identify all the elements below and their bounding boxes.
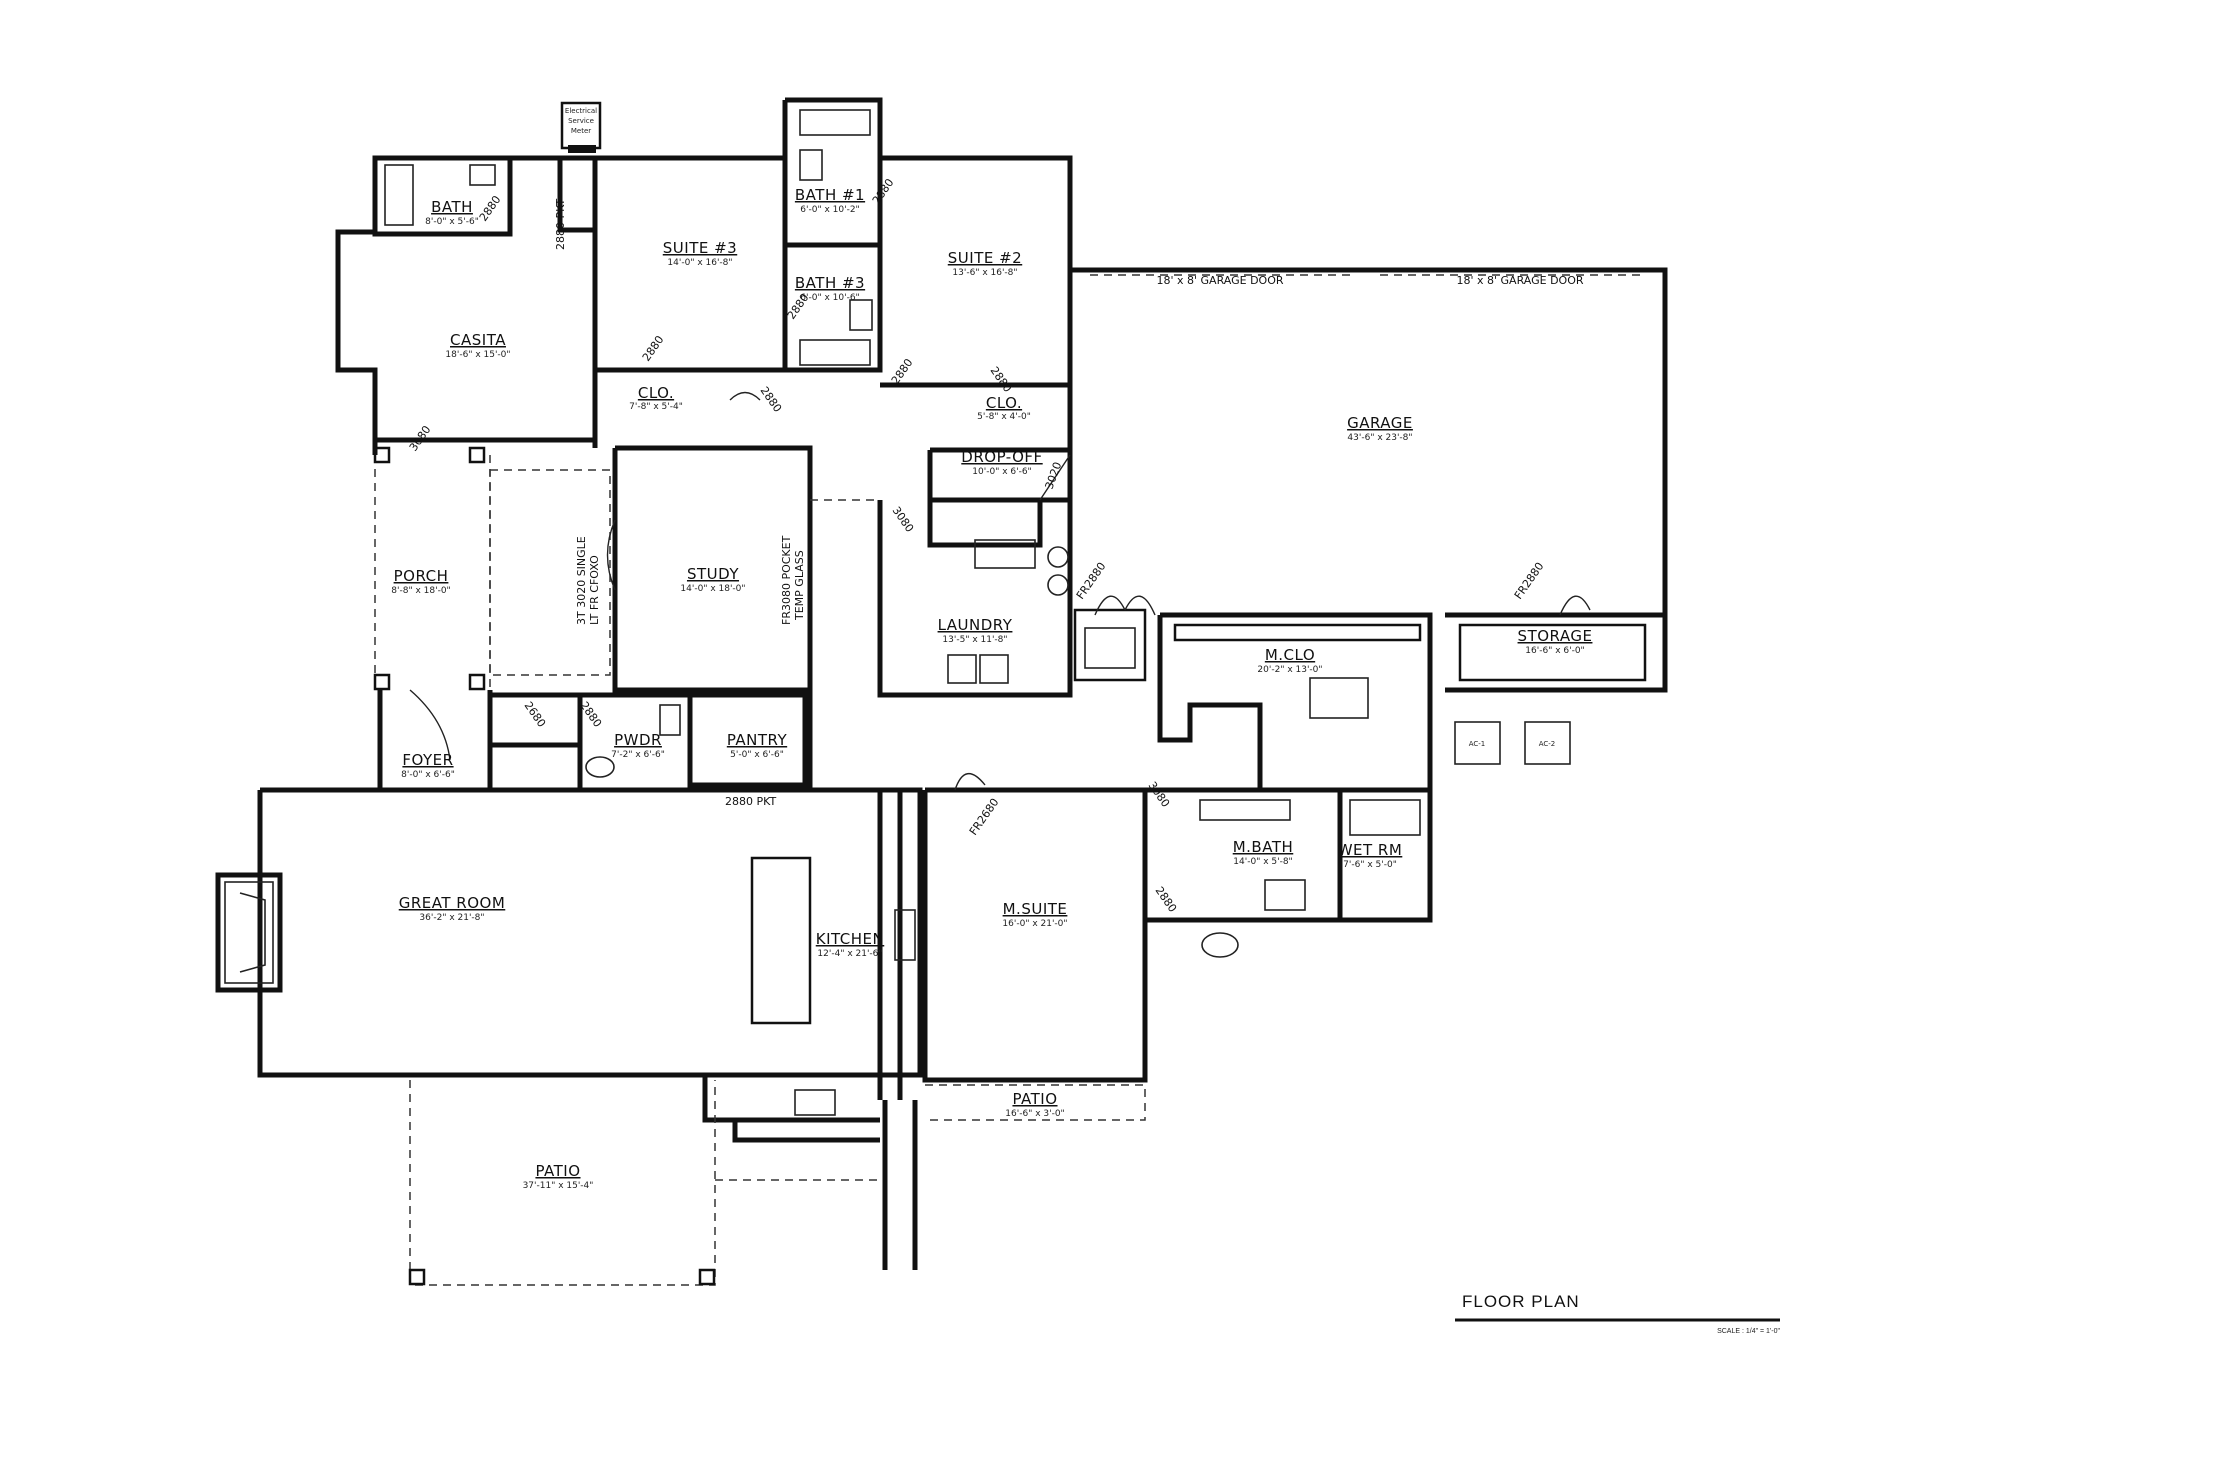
door-swings (409, 391, 1591, 791)
room-dim-clo1: 7'-8" x 5'-4" (629, 402, 683, 412)
room-name-porch: PORCH (394, 567, 449, 585)
door-tag: 2880 (1153, 884, 1180, 914)
room-name-clo1: CLO. (638, 384, 674, 402)
door-tag: 2880 (758, 384, 785, 414)
room-name-laundry: LAUNDRY (938, 616, 1013, 634)
porch-columns (373, 446, 716, 1286)
room-dim-msuite: 16'-0" x 21'-0" (1002, 919, 1067, 929)
room-name-wetrm: WET RM (1338, 841, 1403, 859)
door-tag: FR2680 (967, 796, 1002, 838)
pocket-door-note-a: 2880 PKT (554, 199, 567, 250)
door-tag: 2880 (988, 364, 1015, 394)
room-name-patio-small: PATIO (1012, 1090, 1057, 1108)
porch-outlines (374, 455, 1146, 1286)
room-name-clo2: CLO. (986, 394, 1022, 412)
room-dim-mclo: 20'-2" x 13'-0" (1257, 665, 1322, 675)
room-labels: BATH 8'-0" x 5'-6" SUITE #3 14'-0" x 16'… (391, 186, 1592, 1191)
room-dim-great-room: 36'-2" x 21'-8" (419, 913, 484, 923)
room-name-suite2: SUITE #2 (948, 249, 1022, 267)
electrical-meter: Electrical Service Meter (560, 101, 602, 153)
room-name-patio-large: PATIO (535, 1162, 580, 1180)
pocket-door-note-b: 2880 PKT (725, 795, 776, 808)
room-name-storage: STORAGE (1518, 627, 1593, 645)
exterior-walls (257, 97, 1668, 1270)
room-dim-patio-small: 16'-6" x 3'-0" (1005, 1109, 1064, 1119)
room-dim-mbath: 14'-0" x 5'-8" (1233, 857, 1292, 867)
door-tag: FR2880 (1512, 560, 1547, 602)
kitchen-island (750, 856, 812, 1025)
room-dim-pwdr: 7'-2" x 6'-6" (611, 750, 665, 760)
room-dim-bath-casita: 8'-0" x 5'-6" (425, 217, 479, 227)
door-tag: 2880 (640, 333, 667, 363)
room-dim-foyer: 8'-0" x 6'-6" (401, 770, 455, 780)
room-name-bath3: BATH #3 (795, 274, 865, 292)
study-pocket-note-1: FR3080 POCKET (780, 535, 793, 625)
door-tag: 2880 (870, 176, 897, 206)
room-dim-suite2: 13'-6" x 16'-8" (952, 268, 1017, 278)
room-name-dropoff: DROP-OFF (961, 448, 1042, 466)
room-dim-dropoff: 10'-0" x 6'-6" (972, 467, 1031, 477)
door-tag: 2680 (522, 699, 549, 729)
ac-units: AC-1 AC-2 (1454, 721, 1571, 765)
plan-title: FLOOR PLAN (1462, 1292, 1580, 1311)
room-dim-garage: 43'-6" x 23'-8" (1347, 433, 1412, 443)
room-name-mclo: M.CLO (1265, 646, 1315, 664)
garage-door-note-1: 18' x 8' GARAGE DOOR (1156, 274, 1283, 287)
room-name-pantry: PANTRY (727, 731, 788, 749)
door-tag: 3020 (1043, 460, 1065, 491)
porch-door-note-2: LT FR CFOXO (588, 555, 601, 625)
garage-door-note-2: 18' x 8' GARAGE DOOR (1456, 274, 1583, 287)
room-name-study: STUDY (687, 565, 739, 583)
porch-door-note-1: 3T 3020 SINGLE (575, 536, 588, 625)
ac2-label: AC-2 (1539, 740, 1556, 748)
room-dim-suite3: 14'-0" x 16'-8" (667, 258, 732, 268)
plan-notes: 18' x 8' GARAGE DOOR 18' x 8' GARAGE DOO… (554, 199, 1584, 808)
room-name-bath1: BATH #1 (795, 186, 865, 204)
study-pocket-note-2: TEMP GLASS (793, 550, 806, 621)
electrical-label-1: Electrical (565, 107, 597, 115)
room-dim-patio-large: 37'-11" x 15'-4" (523, 1181, 594, 1191)
room-dim-pantry: 5'-0" x 6'-6" (730, 750, 784, 760)
room-name-msuite: M.SUITE (1003, 900, 1068, 918)
room-dim-bath1: 6'-0" x 10'-2" (800, 205, 859, 215)
fixtures (384, 109, 1421, 1116)
plan-scale: SCALE : 1/4" = 1'-0" (1717, 1328, 1780, 1335)
room-dim-storage: 16'-6" x 6'-0" (1525, 646, 1584, 656)
room-dim-laundry: 13'-5" x 11'-8" (942, 635, 1007, 645)
door-tag: 2880 (889, 356, 916, 386)
room-name-foyer: FOYER (402, 751, 453, 769)
room-name-bath-casita: BATH (431, 198, 473, 216)
room-dim-casita: 18'-6" x 15'-0" (445, 350, 510, 360)
ac1-label: AC-1 (1469, 740, 1486, 748)
electrical-label-3: Meter (571, 127, 591, 135)
room-dim-wetrm: 7'-6" x 5'-0" (1343, 860, 1397, 870)
room-dim-porch: 8'-8" x 18'-0" (391, 586, 450, 596)
room-name-suite3: SUITE #3 (663, 239, 737, 257)
room-name-garage: GARAGE (1347, 414, 1413, 432)
room-name-casita: CASITA (450, 331, 506, 349)
room-dim-kitchen: 12'-4" x 21'-6" (817, 949, 882, 959)
title-block: FLOOR PLAN SCALE : 1/4" = 1'-0" (1455, 1292, 1781, 1335)
room-dim-study: 14'-0" x 18'-0" (680, 584, 745, 594)
room-name-mbath: M.BATH (1233, 838, 1294, 856)
door-tag: 3080 (1146, 779, 1173, 809)
door-tag: 3080 (890, 504, 917, 534)
door-tag: 2880 (477, 193, 504, 223)
electrical-label-2: Service (568, 117, 594, 125)
room-name-kitchen: KITCHEN (816, 930, 885, 948)
fireplace (215, 872, 283, 993)
room-name-pwdr: PWDR (614, 731, 662, 749)
door-tag: FR2880 (1074, 560, 1109, 602)
room-name-great-room: GREAT ROOM (399, 894, 506, 912)
room-dim-bath3: 6'-0" x 10'-6" (800, 293, 859, 303)
room-dim-clo2: 5'-8" x 4'-0" (977, 412, 1031, 422)
